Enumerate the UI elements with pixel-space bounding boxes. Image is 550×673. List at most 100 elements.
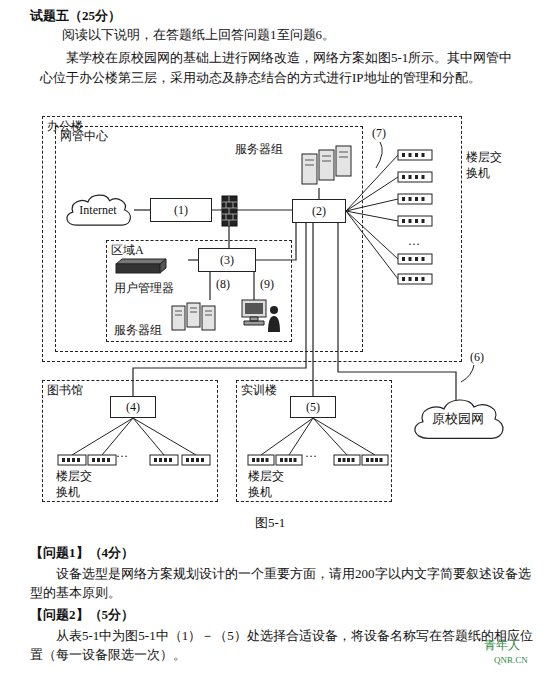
switch-port xyxy=(294,458,297,462)
switch-port xyxy=(186,458,189,462)
switch-port xyxy=(402,153,405,157)
switch-port xyxy=(72,458,75,462)
server-icons xyxy=(172,303,215,330)
switch-link xyxy=(346,155,398,211)
switch-icon xyxy=(398,254,432,264)
network-link xyxy=(312,223,313,396)
switch-port xyxy=(422,175,425,179)
question-text: 设备选型是网络方案规划设计的一个重要方面，请用200字以内文字简要叙述设备选型的… xyxy=(30,564,535,602)
user-manager-icon xyxy=(116,259,166,273)
node-label: 区域A xyxy=(111,243,144,258)
server-group: 服务器组 xyxy=(232,140,364,188)
question-heading: 【问题2】（5分） xyxy=(30,607,134,624)
switch-icon xyxy=(398,274,432,284)
server-group: 服务器组 xyxy=(112,300,228,340)
internet-cloud: Internet xyxy=(62,192,134,228)
switch-port xyxy=(415,277,418,281)
switch-port xyxy=(191,458,194,462)
switch-port xyxy=(402,175,405,179)
switch-port xyxy=(338,458,341,462)
switch-port xyxy=(371,458,374,462)
switch-port xyxy=(422,277,425,281)
switch-port xyxy=(366,458,369,462)
switch-icon xyxy=(398,194,432,204)
switch-port xyxy=(107,458,110,462)
switch-port xyxy=(375,458,378,462)
switch-port xyxy=(92,458,95,462)
switch-port xyxy=(402,277,405,281)
node-label: (5) xyxy=(306,400,320,415)
switch-port xyxy=(347,458,350,462)
leader-line xyxy=(376,142,382,168)
device-box: (5) xyxy=(290,396,336,418)
node-label: 服务器组 xyxy=(235,142,361,157)
campus-network-cloud: 原校园网 xyxy=(408,396,508,442)
switch-link xyxy=(346,211,398,221)
network-link xyxy=(134,209,150,210)
switch-port xyxy=(402,219,405,223)
switch-port xyxy=(164,458,167,462)
description-text: 某学校在原校园网的基础上进行网络改造，网络方案如图5-1所示。其中网管中心位于办… xyxy=(40,48,520,88)
switch-icon xyxy=(88,455,116,465)
callout-number: (6) xyxy=(470,350,484,366)
switch-port xyxy=(97,458,100,462)
switch-icon xyxy=(334,455,360,465)
library-area: 图书馆(4) xyxy=(42,380,218,502)
switch-port xyxy=(422,219,425,223)
instruction-text: 阅读以下说明，在答题纸上回答问题1至问题6。 xyxy=(62,27,335,44)
node-label: (1) xyxy=(174,203,188,218)
switch-link xyxy=(346,199,398,211)
switch-port xyxy=(289,458,292,462)
switch-link xyxy=(133,418,196,455)
switch-port xyxy=(257,458,260,462)
callout-number: (8) xyxy=(216,277,230,293)
network-link xyxy=(188,259,198,260)
node-label: 实训楼 xyxy=(241,383,277,398)
node-label: (2) xyxy=(312,204,326,219)
figure-caption: 图5-1 xyxy=(255,514,285,532)
ellipsis-mark: … xyxy=(305,446,317,462)
switch-port xyxy=(415,175,418,179)
switch-port xyxy=(261,458,264,462)
switch-port xyxy=(402,197,405,201)
node-label: (4) xyxy=(126,400,140,415)
switch-port xyxy=(62,458,65,462)
training-building-area: 实训楼 (5) xyxy=(236,380,392,502)
switch-port xyxy=(67,458,70,462)
watermark: QNR.CN xyxy=(494,655,528,667)
node-label: Internet xyxy=(79,203,116,218)
node-label: 原校园网 xyxy=(432,411,484,427)
switch-port xyxy=(415,197,418,201)
pc-link xyxy=(253,272,254,300)
network-link xyxy=(133,223,306,396)
switch-icon xyxy=(398,216,432,226)
node-label: 网管中心 xyxy=(60,129,108,144)
question-title: 试题五（25分） xyxy=(30,7,121,25)
node-label: 用户管理器 xyxy=(114,281,186,296)
switch-port xyxy=(415,153,418,157)
switch-icon xyxy=(182,455,210,465)
switch-port xyxy=(422,197,425,201)
server-icons xyxy=(302,146,351,184)
switch-port xyxy=(422,257,425,261)
node-label: 服务器组 xyxy=(114,323,226,338)
switch-link xyxy=(346,177,398,211)
device-box: (1) xyxy=(150,198,212,222)
device-box: (3) xyxy=(198,248,256,272)
switch-port xyxy=(154,458,157,462)
switch-port xyxy=(422,153,425,157)
switch-port xyxy=(352,458,355,462)
network-center-area: 网管中心Internet(1)服务器组(2)区域A(3)用户管理器服务器组 xyxy=(55,126,363,352)
switch-port xyxy=(196,458,199,462)
switch-icon xyxy=(362,455,388,465)
switch-link xyxy=(346,211,398,279)
network-link xyxy=(209,272,210,300)
firewall-link xyxy=(228,226,229,248)
callout-number: (7) xyxy=(372,126,386,142)
switch-label: 楼层交换机 xyxy=(248,469,286,500)
ellipsis-mark: … xyxy=(408,234,420,250)
switch-port xyxy=(409,153,412,157)
switch-port xyxy=(280,458,283,462)
callout-number: (9) xyxy=(260,277,274,293)
